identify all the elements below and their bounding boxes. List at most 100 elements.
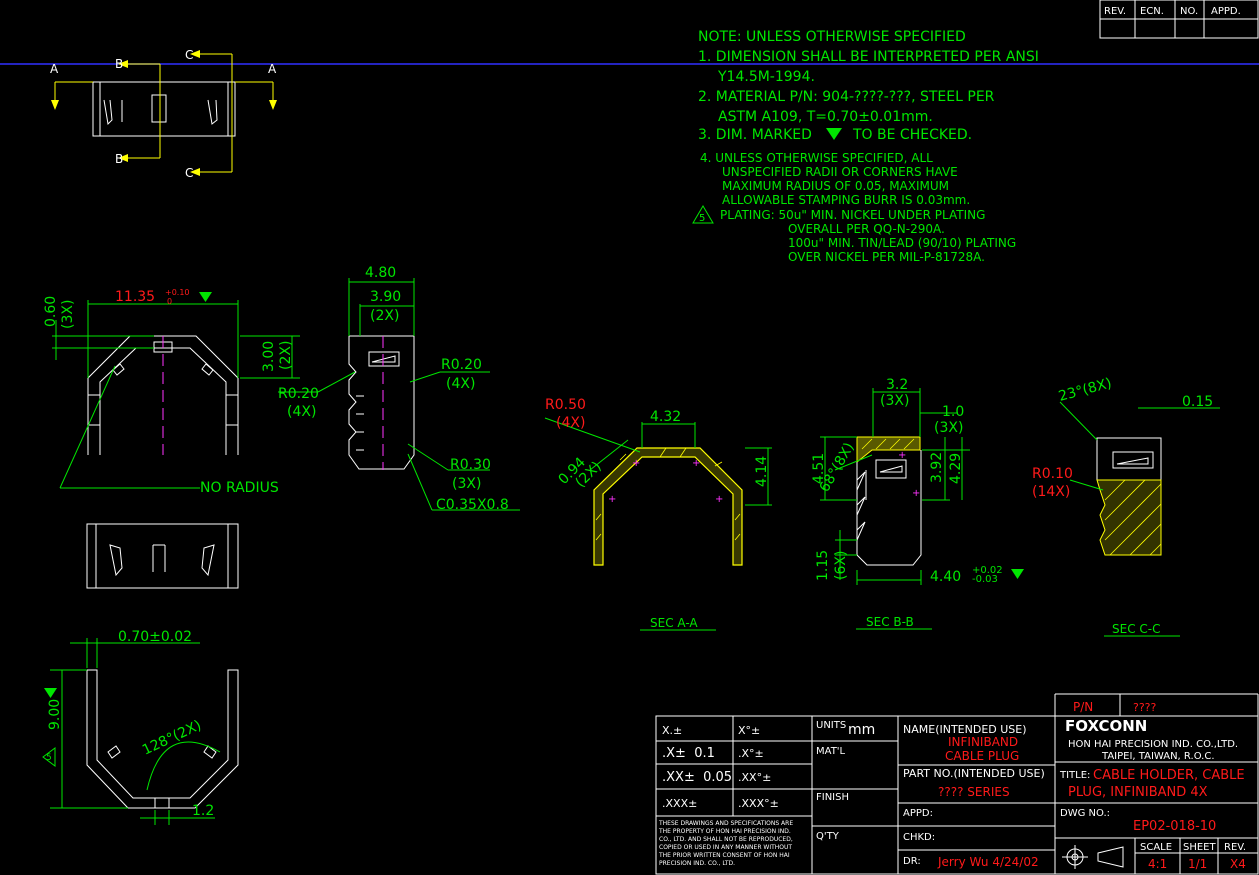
units-label: UNITS (816, 720, 846, 731)
company-logo: FOXCONN (1065, 717, 1147, 735)
no-radius-label: NO RADIUS (200, 480, 279, 496)
arrow-a-right-icon (269, 100, 277, 110)
svg-text:+: + (898, 450, 906, 461)
finish-label: FINISH (816, 792, 849, 803)
qty-label: Q'TY (816, 831, 840, 842)
partno-label: PART NO.(INTENDED USE) (903, 767, 1045, 780)
pn-label: P/N (1073, 700, 1093, 714)
note-4: 4. UNLESS OTHERWISE SPECIFIED, ALL (700, 151, 933, 165)
dim-3-00: 3.00 (261, 341, 277, 372)
company-location: TAIPEI, TAIWAN, R.O.C. (1101, 751, 1215, 762)
r0-20-right: R0.20 (441, 357, 482, 373)
dim-1-0-qty: (3X) (934, 420, 963, 436)
dim-4-51: 4.51 (811, 453, 827, 484)
partno-value: ???? SERIES (938, 785, 1010, 799)
svg-text:+: + (912, 488, 920, 499)
section-mark-a-left: A (50, 62, 59, 76)
chkd-label: CHKD: (903, 832, 935, 843)
dim-3-2-qty: (3X) (880, 393, 909, 409)
dim-11-35-tol-plus: +0.10 (165, 288, 190, 297)
note-2: 2. MATERIAL P/N: 904-????-???, STEEL PER (698, 89, 995, 105)
svg-text:+: + (608, 494, 616, 505)
svg-text:+: + (692, 458, 700, 469)
r0-20-left-qty: (4X) (287, 404, 316, 420)
tol-row-0-b: X°± (738, 724, 760, 737)
tol-row-1-b: .X°± (738, 747, 764, 760)
tol-row-2-a: .XX± 0.05 (662, 770, 732, 785)
arrow-b-top-icon (118, 60, 128, 68)
tol-row-3-a: .XXX± (662, 797, 697, 810)
dim-0-15: 0.15 (1182, 394, 1213, 410)
dim-9-00: 9.00 (47, 699, 63, 730)
title-value-2: PLUG, INFINIBAND 4X (1068, 785, 1208, 800)
name-value-1: INFINIBAND (948, 735, 1018, 749)
dim-3-90: 3.90 (370, 289, 401, 305)
tol-row-3-b: .XXX°± (738, 797, 779, 810)
note-1-cont: Y14.5M-1994. (717, 69, 815, 85)
dim-3-00-qty: (2X) (278, 341, 294, 370)
side-view: 4.80 3.90 (2X) R0.20 (4X) R0.20 (4X) R0.… (278, 265, 520, 513)
dim-1-2: 1.2 (192, 803, 214, 819)
section-mark-a-right: A (268, 62, 277, 76)
dr-label: DR: (903, 856, 921, 867)
rev-label: REV. (1224, 842, 1246, 853)
title-block-frame (655, 693, 1259, 875)
dim-0-60: 0.60 (43, 296, 59, 327)
company-name: HON HAI PRECISION IND. CO.,LTD. (1068, 739, 1238, 750)
scale-label: SCALE (1140, 842, 1172, 853)
dim-11-35-tol-minus: 0 (167, 297, 172, 306)
section-c-c: 23°(8X) 0.15 R0.10 (14X) SEC C-C (1032, 375, 1220, 637)
title-label: TITLE: (1059, 770, 1090, 781)
r0-30-qty: (3X) (452, 476, 481, 492)
dim-0-70: 0.70±0.02 (118, 629, 192, 645)
note-5-cont-2: 100u" MIN. TIN/LEAD (90/10) PLATING (788, 236, 1016, 250)
section-a-a-title: SEC A-A (650, 616, 698, 630)
section-mark-b-top: B (115, 57, 123, 71)
no-header: NO. (1180, 6, 1198, 17)
r0-20-right-qty: (4X) (446, 376, 475, 392)
dim-4-40: 4.40 (930, 569, 961, 585)
appd-header: APPD. (1211, 6, 1241, 17)
disclaimer-line: PRECISION IND. CO., LTD. (659, 860, 735, 867)
bottom-view (86, 523, 239, 589)
dr-value: Jerry Wu 4/24/02 (937, 855, 1039, 869)
dim-3-90-qty: (2X) (370, 308, 399, 324)
tol-row-2-b: .XX°± (738, 771, 771, 784)
rev-header: REV. (1104, 6, 1126, 17)
dim-3-2: 3.2 (886, 377, 908, 393)
tol-row-0-a: X.± (662, 724, 682, 737)
r0-50-qty: (4X) (556, 415, 585, 431)
note-5-flag-number: 5 (699, 213, 705, 224)
note-3: 3. DIM. MARKED (698, 127, 812, 143)
title-value-1: CABLE HOLDER, CABLE (1093, 768, 1245, 783)
projection-symbol-icon (1062, 845, 1124, 869)
flag-5-icon (42, 747, 56, 767)
note-2-cont: ASTM A109, T=0.70±0.01mm. (718, 109, 933, 125)
note-5: PLATING: 50u" MIN. NICKEL UNDER PLATING (720, 208, 985, 222)
dim-3-92: 3.92 (929, 452, 945, 483)
scale-value: 4:1 (1148, 857, 1167, 871)
section-c-c-title: SEC C-C (1112, 622, 1160, 636)
r0-20-left: R0.20 (278, 386, 319, 402)
check-triangle-icon (826, 128, 842, 140)
r0-10-qty: (14X) (1032, 484, 1070, 500)
dim-11-35: 11.35 (115, 289, 155, 305)
note-4-cont-3: ALLOWABLE STAMPING BURR IS 0.03mm. (722, 193, 970, 207)
check-triangle-icon (199, 292, 212, 302)
name-value-2: CABLE PLUG (945, 749, 1019, 763)
disclaimer-line: THE PRIOR WRITTEN CONSENT OF HON HAI (658, 852, 790, 859)
dim-0-60-qty: (3X) (60, 300, 76, 329)
r0-30: R0.30 (450, 457, 491, 473)
arrow-c-top-icon (190, 50, 200, 58)
name-label: NAME(INTENDED USE) (903, 723, 1027, 736)
note-5-flag-icon (692, 205, 714, 224)
dwg-value: EP02-018-10 (1133, 819, 1216, 834)
pn-value: ???? (1133, 701, 1157, 714)
plan-view-small: A A B B C C (50, 48, 277, 180)
disclaimer-line: THESE DRAWINGS AND SPECIFICATIONS ARE (658, 820, 793, 827)
note-3-cont: TO BE CHECKED. (852, 127, 972, 143)
front-flag-number: 5 (46, 753, 52, 763)
disclaimer-line: COPIED OR USED IN ANY MANNER WITHOUT (659, 844, 792, 851)
notes-block: NOTE: UNLESS OTHERWISE SPECIFIED 1. DIME… (692, 29, 1039, 264)
